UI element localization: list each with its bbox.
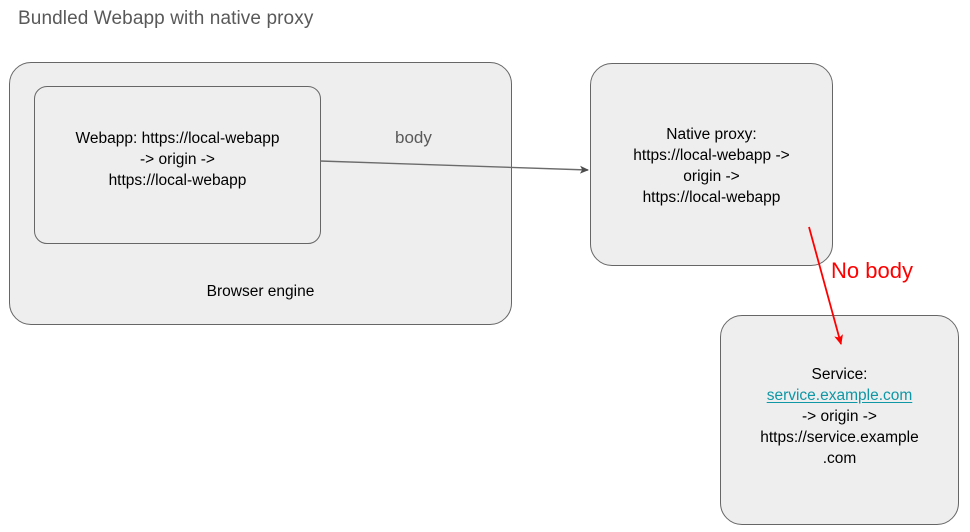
service-box[interactable] bbox=[720, 315, 959, 525]
service-domain-link[interactable]: service.example.com bbox=[766, 387, 913, 404]
service-url-line-cont: .com bbox=[822, 450, 857, 467]
service-origin-line: -> origin -> bbox=[802, 408, 877, 425]
webapp-label: Webapp: https://local-webapp -> origin -… bbox=[75, 130, 280, 189]
service-label: Service: service.example.com -> origin -> h… bbox=[720, 364, 959, 469]
edge-label-body: body bbox=[395, 128, 432, 147]
native-proxy-label: Native proxy: https://local-webapp -> or… bbox=[633, 126, 790, 206]
browser-engine-label: Browser engine bbox=[206, 283, 315, 300]
native-proxy-box[interactable] bbox=[590, 63, 833, 266]
service-url-line: https://service.example bbox=[760, 429, 919, 446]
page-title: Bundled Webapp with native proxy bbox=[18, 8, 314, 29]
edge-label-no-body: No body bbox=[831, 258, 913, 283]
service-title-line: Service: bbox=[811, 366, 868, 383]
webapp-box[interactable] bbox=[34, 86, 321, 244]
